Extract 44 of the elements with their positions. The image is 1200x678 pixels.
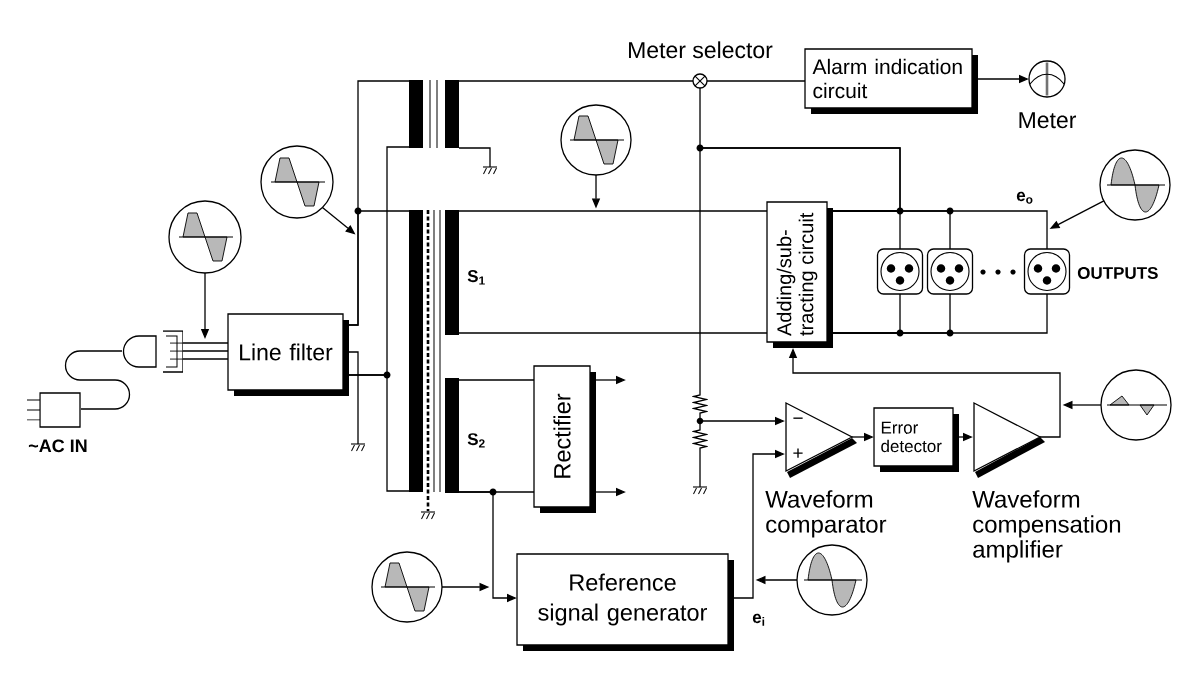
- winding-label: S$_{1}$: [467, 270, 485, 285]
- wire: [699, 147, 901, 393]
- resistor-divider: [692, 392, 708, 452]
- wire: [182, 350, 229, 352]
- wire: [348, 374, 410, 492]
- process-box: Rectifier: [533, 365, 596, 513]
- waveform-circle: [796, 544, 868, 616]
- wire: [182, 342, 229, 344]
- symbol-label: Meter selector: [629, 41, 773, 59]
- winding-label: S$_{2}$: [467, 433, 485, 448]
- wire: [458, 332, 768, 334]
- plug-label: ~AC IN: [28, 439, 87, 453]
- block-label: Waveform comparator: [765, 490, 887, 538]
- block-label: Waveform compensation amplifier: [972, 490, 1121, 563]
- process-box: Line filter: [227, 313, 349, 396]
- wire: [706, 80, 806, 82]
- signal-label: e$_{o}$: [1016, 191, 1033, 204]
- wire: [348, 210, 410, 326]
- process-box: Adding/sub- tracting circuit: [766, 201, 833, 348]
- wire: [458, 210, 768, 212]
- winding-bar: [409, 80, 423, 148]
- wire: [458, 80, 694, 82]
- winding-bar: [409, 210, 423, 492]
- xlr-socket: [876, 248, 924, 295]
- symbol-label: Meter: [1019, 112, 1076, 129]
- power-cord: [64, 350, 131, 410]
- connector-label: OUTPUTS: [1077, 267, 1158, 279]
- process-box: Reference signal generator: [516, 553, 734, 651]
- xlr-socket: [926, 248, 974, 295]
- wire: [458, 379, 535, 381]
- connector-plug: [122, 330, 183, 373]
- waveform-circle: [168, 200, 242, 274]
- winding-bar: [445, 80, 459, 148]
- process-box: Error detector: [873, 407, 959, 472]
- wire: [832, 293, 1048, 334]
- waveform-circle: [260, 145, 334, 219]
- waveform-circle: [560, 104, 632, 176]
- process-box: Alarm indication circuit: [804, 48, 978, 114]
- waveform-circle: [1100, 369, 1172, 441]
- signal-label: e$_{i}$: [752, 613, 765, 626]
- waveform-circle: [371, 551, 443, 623]
- waveform-circle: [1099, 149, 1171, 221]
- wire: [182, 358, 229, 360]
- xlr-socket: [1023, 248, 1071, 295]
